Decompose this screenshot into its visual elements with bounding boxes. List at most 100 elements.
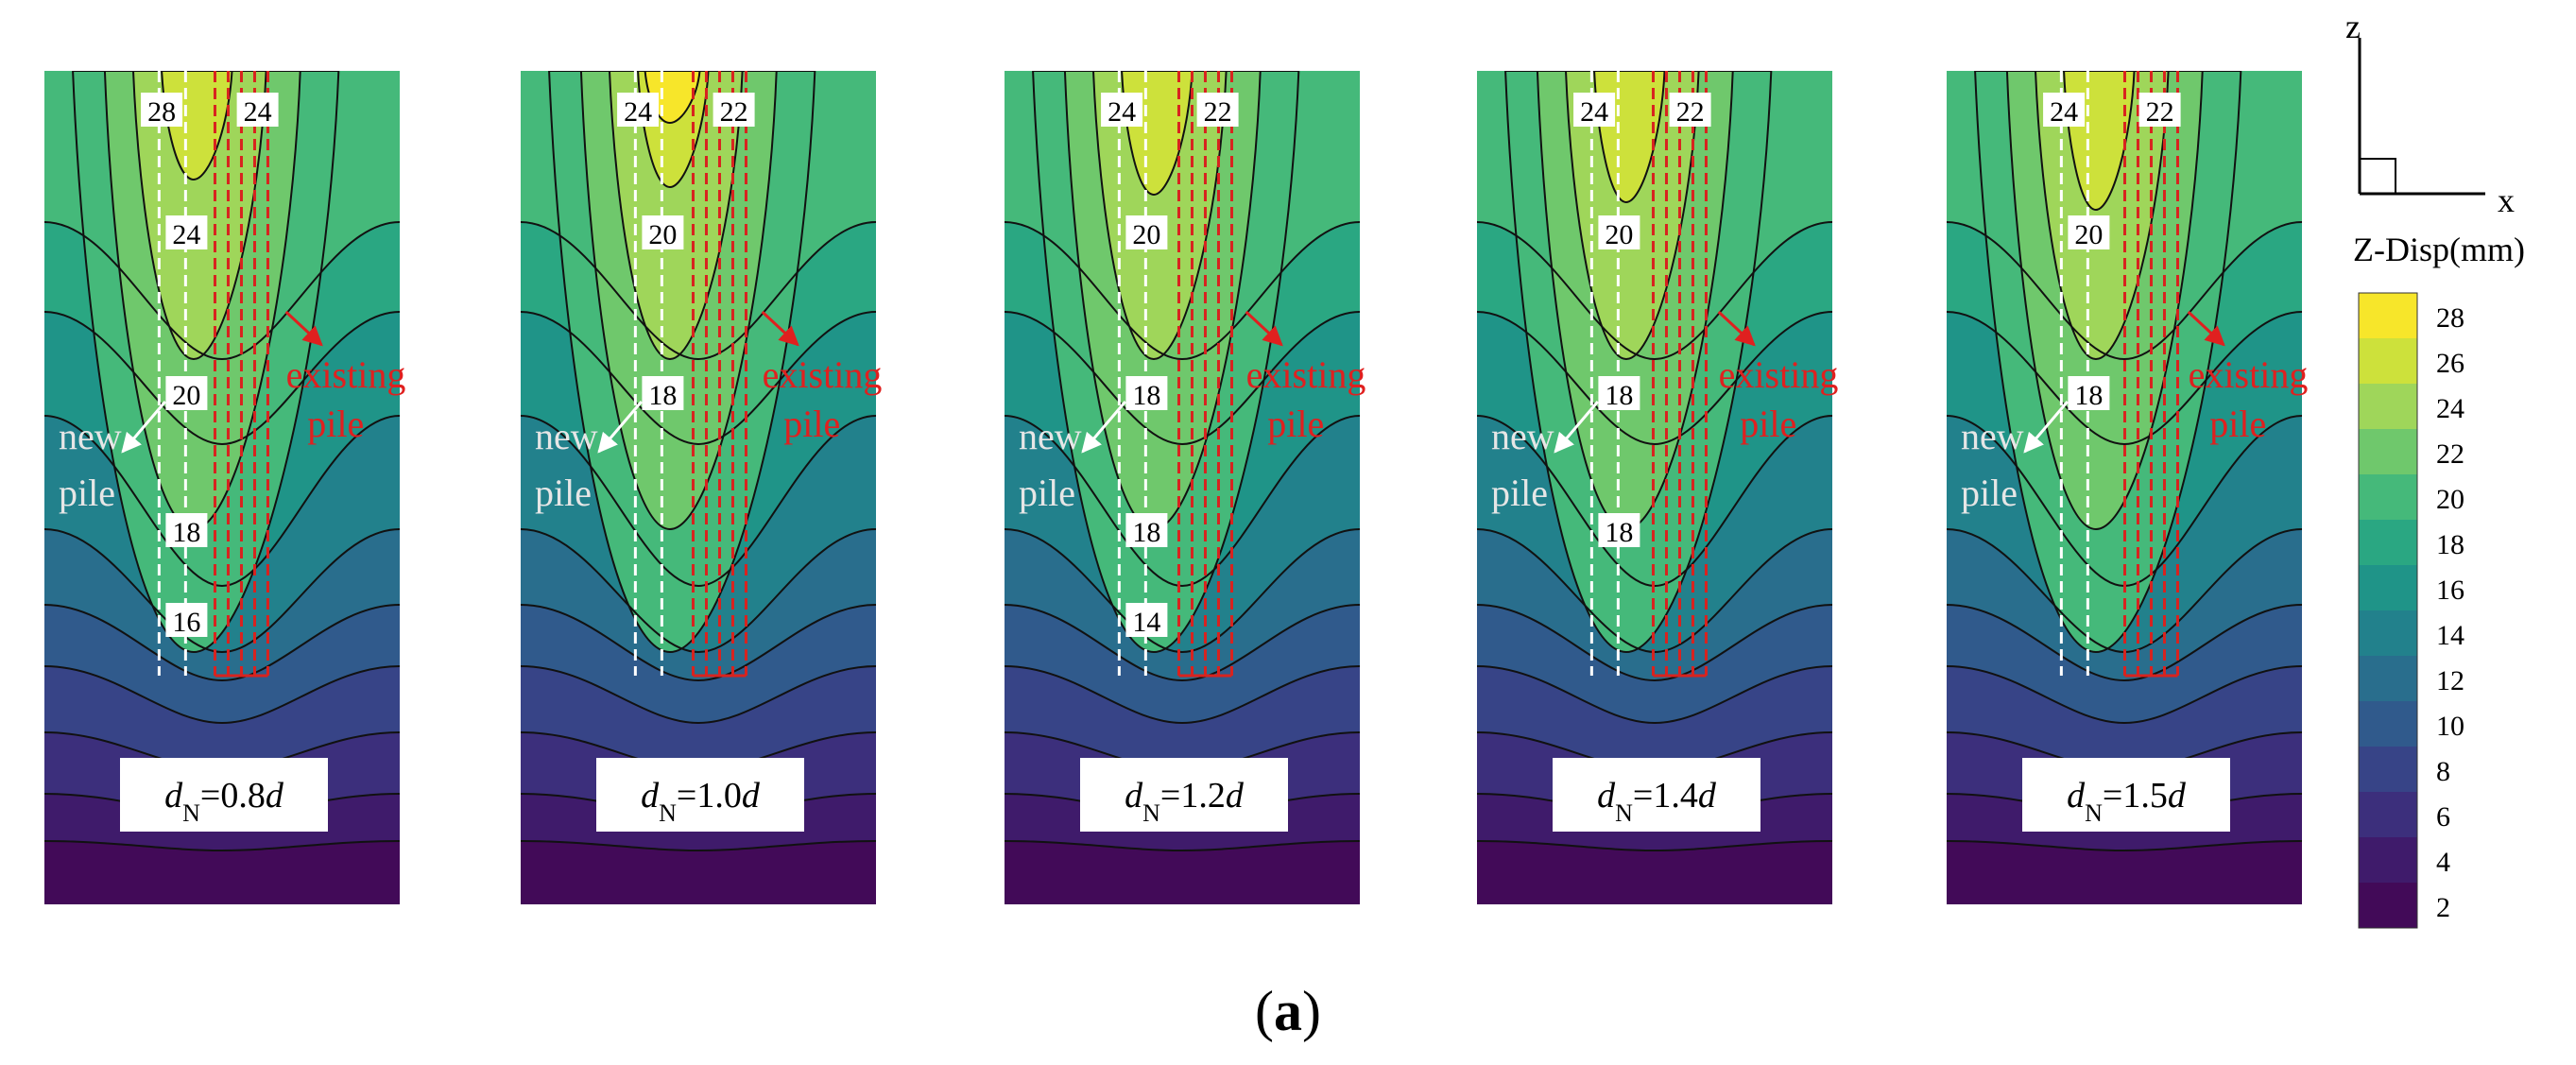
contour-line — [1005, 528, 1360, 654]
contour-line — [521, 840, 876, 852]
contour-band — [608, 71, 744, 361]
colorbar-segment — [2359, 837, 2417, 883]
contour-label: 20 — [172, 380, 200, 411]
contour-label-box — [2043, 93, 2086, 127]
contour-label: 24 — [624, 96, 652, 128]
contour-line — [1477, 311, 1832, 446]
existing-pile-label: existing — [1246, 353, 1366, 396]
existing-pile-label: pile — [2209, 403, 2266, 445]
existing-pile-label: pile — [1267, 403, 1324, 445]
contour-line — [1947, 665, 2302, 725]
colorbar-segment — [2359, 293, 2417, 338]
new-pile-label: pile — [1491, 472, 1548, 514]
contour-label: 18 — [1605, 380, 1633, 411]
contour-label-box — [141, 93, 183, 127]
contour-line — [521, 528, 876, 654]
contour-line — [44, 311, 400, 446]
colorbar-segment — [2359, 656, 2417, 701]
contour-line — [1477, 415, 1832, 588]
contour-label: 18 — [2074, 380, 2103, 411]
colorbar-tick-label: 8 — [2436, 756, 2450, 787]
contour-label-box — [1125, 513, 1168, 547]
contour-label-box — [1125, 215, 1168, 249]
existing-pile-label: existing — [2189, 353, 2309, 396]
contour-label-box — [1125, 603, 1168, 637]
contour-label: 28 — [147, 96, 176, 128]
contour-label: 20 — [1605, 219, 1633, 250]
colorbar-tick-label: 22 — [2436, 438, 2464, 470]
contour-label: 22 — [1676, 96, 1705, 128]
contour-label-box — [713, 93, 755, 127]
contour-label: 16 — [172, 607, 200, 638]
contour-line — [1005, 604, 1360, 682]
contour-line — [1477, 604, 1832, 682]
contour-label-box — [165, 215, 208, 249]
colorbar-segment — [2359, 610, 2417, 656]
colorbar-tick-label: 6 — [2436, 801, 2450, 833]
new-pile-label: pile — [1019, 472, 1075, 514]
parameter-box — [2022, 758, 2230, 832]
contour-line — [1005, 840, 1360, 852]
parameter-box — [596, 758, 804, 832]
contour-label-box — [617, 93, 660, 127]
contour-line — [521, 221, 876, 361]
caption-label-text: (a) — [1255, 980, 1321, 1042]
colorbar-tick-label: 2 — [2436, 892, 2450, 923]
contour-label-box — [1598, 513, 1640, 547]
contour-line — [44, 604, 400, 682]
parameter-label: dN=1.4d — [1597, 776, 1717, 827]
contour-label: 22 — [720, 96, 748, 128]
contour-band — [2034, 71, 2170, 361]
contour-label-box — [642, 215, 684, 249]
new-pile-label: new — [535, 415, 598, 457]
colorbar-segment — [2359, 747, 2417, 792]
existing-pile-label: existing — [1719, 353, 1839, 396]
contour-label-box — [2138, 93, 2181, 127]
existing-pile-label: pile — [307, 403, 364, 445]
contour-label-box — [1669, 93, 1711, 127]
contour-label: 24 — [172, 219, 200, 250]
contour-line — [1947, 221, 2302, 361]
colorbar-segment — [2359, 883, 2417, 928]
contour-line — [521, 665, 876, 725]
existing-pile-label: pile — [783, 403, 840, 445]
parameter-label: dN=1.2d — [1125, 776, 1245, 827]
contour-label: 20 — [2074, 219, 2103, 250]
contour-line — [1477, 665, 1832, 725]
colorbar-tick-label: 24 — [2436, 393, 2464, 424]
contour-line — [1947, 840, 2302, 852]
parameter-box — [120, 758, 328, 832]
parameter-label: dN=1.0d — [641, 776, 761, 827]
contour-label: 18 — [1132, 517, 1160, 548]
new-pile-label: new — [1491, 415, 1554, 457]
colorbar-tick-label: 20 — [2436, 484, 2464, 515]
contour-line — [44, 221, 400, 361]
contour-label: 24 — [1580, 96, 1608, 128]
colorbar-tick-label: 12 — [2436, 665, 2464, 696]
colorbar-frame — [2358, 292, 2418, 929]
annotation: existing pile new pile — [1019, 310, 1366, 514]
contour-line — [1947, 311, 2302, 446]
caption-label: a — [1274, 980, 1302, 1042]
colorbar-tick-label: 4 — [2436, 847, 2450, 878]
parameter-box — [1553, 758, 1760, 832]
colorbar-segment — [2359, 701, 2417, 747]
new-pile-label: new — [1019, 415, 1082, 457]
contour-line — [1477, 221, 1832, 361]
contour-line — [1005, 665, 1360, 725]
colorbar-tick-label: 16 — [2436, 575, 2464, 606]
contour-label-box — [2068, 215, 2110, 249]
contour-label-box — [1598, 215, 1640, 249]
colorbar-segment — [2359, 338, 2417, 384]
existing-pile-label: pile — [1740, 403, 1796, 445]
contour-label: 20 — [648, 219, 677, 250]
parameter-label: dN=1.5d — [2067, 776, 2187, 827]
